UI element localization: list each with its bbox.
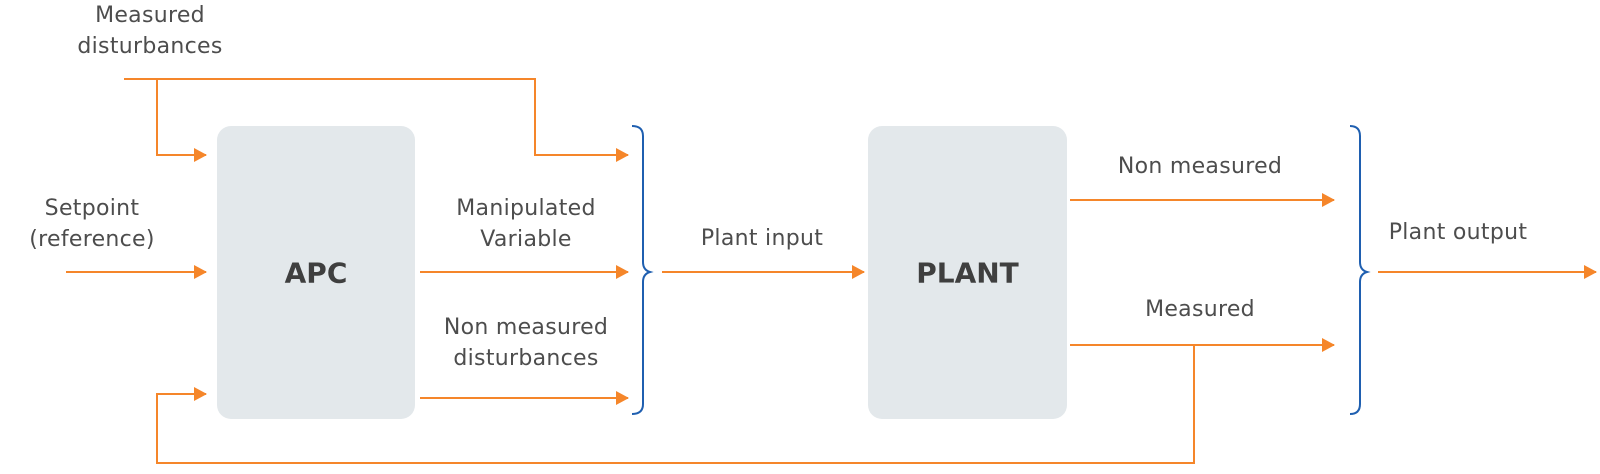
apc-block-title: APC (284, 256, 348, 289)
plant-block[interactable]: PLANT (868, 126, 1067, 419)
setpoint-label: Setpoint (reference) (29, 193, 155, 255)
plant-input-label: Plant input (700, 226, 824, 251)
apc-block[interactable]: APC (217, 126, 415, 419)
plant-input-brace (631, 125, 654, 415)
label-line: Non measured (443, 315, 609, 340)
plant-output-label: Plant output (1388, 220, 1528, 245)
plant-output-brace (1349, 125, 1371, 415)
plant-block-title: PLANT (916, 256, 1019, 289)
label-line: Manipulated (456, 196, 596, 221)
label-line: Measured (95, 3, 205, 28)
manipulated-variable-label: Manipulated Variable (456, 193, 595, 255)
measured-disturbances-to-apc-arrow (156, 79, 207, 162)
measured-disturbances-label: Measured disturbances (77, 0, 222, 62)
feedback-line (156, 345, 1195, 464)
label-line: (reference) (29, 227, 155, 252)
label-line: Setpoint (44, 196, 140, 221)
label-line: disturbances (453, 346, 599, 371)
label-line: Variable (480, 227, 572, 252)
non-measured-disturbances-label: Non measured disturbances (444, 312, 608, 374)
non-measured-output-label: Non measured (1117, 154, 1283, 179)
measured-output-label: Measured (1145, 297, 1255, 322)
measured-disturbances-line (124, 78, 629, 162)
label-line: disturbances (77, 34, 223, 59)
